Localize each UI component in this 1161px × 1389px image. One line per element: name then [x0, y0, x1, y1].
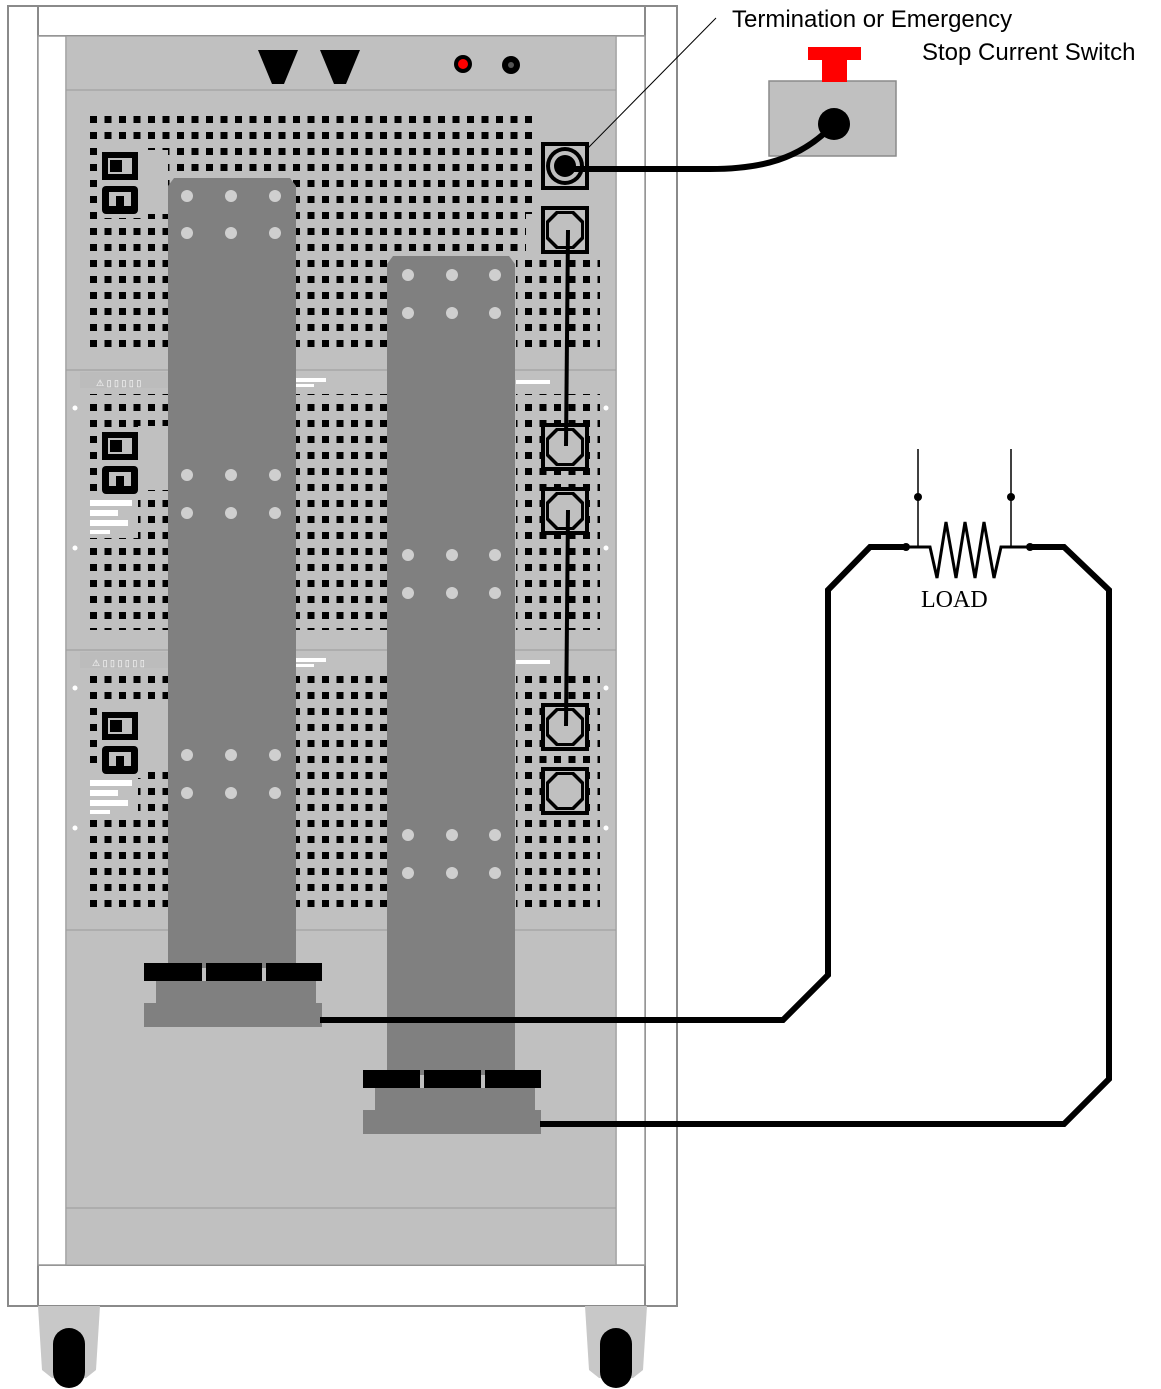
svg-text:⚠ ▯ ▯ ▯ ▯ ▯: ⚠ ▯ ▯ ▯ ▯ ▯ — [96, 378, 141, 388]
fan-icon — [320, 50, 360, 84]
caster-wheel-icon — [38, 1306, 100, 1388]
rack-right-post — [644, 5, 678, 1307]
power-switch-icon — [98, 428, 142, 498]
load-cables — [320, 544, 1112, 1127]
emergency-stop-switch — [768, 47, 897, 157]
load-label: LOAD — [921, 587, 988, 613]
fan-icon — [258, 50, 298, 84]
switch-cable — [566, 121, 837, 172]
rack-left-post — [7, 5, 39, 1307]
power-module-1 — [65, 89, 617, 371]
switch-label-line1: Termination or Emergency — [732, 6, 1012, 33]
caster-wheel-icon — [585, 1306, 647, 1388]
svg-text:⚠ ▯ ▯ ▯ ▯ ▯ ▯: ⚠ ▯ ▯ ▯ ▯ ▯ ▯ — [92, 658, 145, 668]
busbar-right — [363, 256, 541, 1134]
connector-icon — [541, 142, 589, 190]
connector-icon — [541, 703, 589, 751]
jumper-cables — [564, 229, 570, 727]
emergency-stop-icon — [808, 47, 861, 82]
resistor-icon — [902, 449, 1034, 579]
top-control-panel — [65, 35, 617, 91]
switch-label-line2: Stop Current Switch — [922, 39, 1135, 66]
connector-icon — [541, 767, 589, 815]
label-leader-line — [587, 17, 717, 149]
power-switch-icon — [98, 708, 142, 778]
rack-top-rail — [7, 5, 678, 37]
connector-icon — [541, 487, 589, 535]
power-module-2: ⚠ ▯ ▯ ▯ ▯ ▯ — [65, 369, 617, 651]
connector-icon — [541, 206, 589, 254]
rack-bottom-rail — [7, 1264, 678, 1307]
power-module-3: ⚠ ▯ ▯ ▯ ▯ ▯ ▯ — [65, 649, 617, 931]
busbar-left — [144, 178, 322, 1027]
power-switch-icon — [98, 148, 142, 218]
